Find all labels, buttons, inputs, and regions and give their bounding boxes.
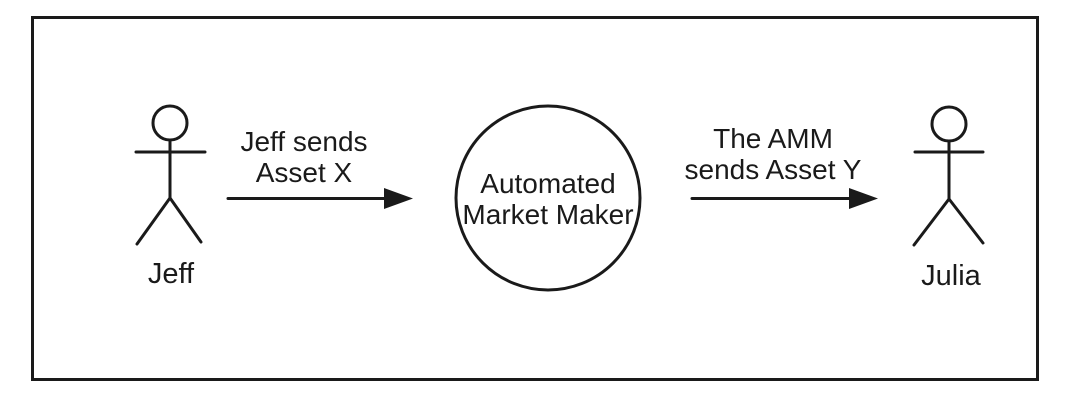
person-jeff-icon [134,104,207,246]
diagram-border [31,16,1039,381]
actor-julia-label: Julia [921,260,981,292]
amm-node-label-line1: Automated [480,168,616,199]
left-flow-arrow-icon [226,188,413,209]
left-arrow-label: Jeff sends Asset X [240,126,367,188]
right-arrow-label-line2: sends Asset Y [684,154,862,185]
amm-node-label: Automated Market Maker [462,168,633,230]
julia-head-circle [930,105,968,143]
julia-right-leg-line [947,197,985,245]
amm-node-circle [454,104,642,292]
jeff-left-leg-line [135,196,172,246]
left-arrow-label-line1: Jeff sends [240,126,368,157]
right-arrow-label-line1: The AMM [713,123,833,154]
person-julia-icon [912,105,985,247]
amm-node-label-line2: Market Maker [462,199,634,230]
right-flow-arrow-icon [690,188,878,209]
right-arrow-label: The AMM sends Asset Y [685,123,862,185]
left-arrowhead [384,188,413,209]
jeff-right-leg-line [168,196,203,244]
jeff-head-circle [151,104,189,142]
right-arrowhead [849,188,878,209]
julia-left-leg-line [912,197,951,247]
left-arrow-label-line2: Asset X [255,157,353,188]
actor-jeff-label: Jeff [147,258,195,290]
